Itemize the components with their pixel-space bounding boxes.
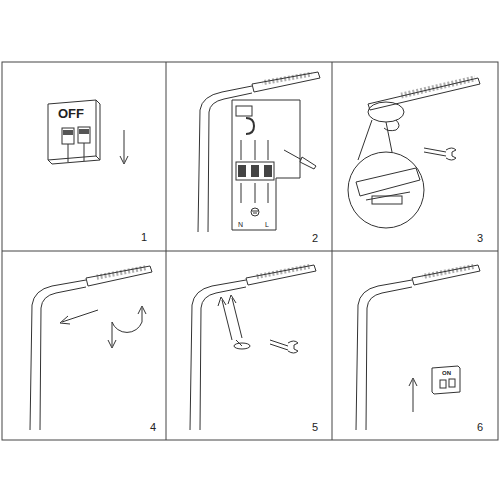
switch-state: OFF xyxy=(58,107,84,120)
fixture xyxy=(368,76,480,131)
wrench xyxy=(424,148,456,160)
wiring-inset xyxy=(232,100,300,230)
up-arrow xyxy=(409,378,417,412)
step-number: 4 xyxy=(150,422,156,433)
tilt-arrows xyxy=(60,306,146,348)
down-arrow xyxy=(120,130,128,164)
screw-arrows xyxy=(218,295,298,353)
terminal-label: L xyxy=(265,221,269,228)
step-number: 6 xyxy=(477,422,483,433)
step-number: 3 xyxy=(477,233,483,244)
ground-symbol xyxy=(251,208,259,216)
screwdriver xyxy=(284,150,316,169)
pole xyxy=(190,264,316,430)
step-number: 5 xyxy=(312,422,318,433)
pole xyxy=(198,72,320,232)
pole xyxy=(356,264,480,430)
detail-circle xyxy=(348,120,424,228)
step-number: 2 xyxy=(312,233,318,244)
pole xyxy=(30,265,152,430)
breaker-box xyxy=(48,100,100,164)
step-number: 1 xyxy=(141,232,147,243)
panel-frame xyxy=(2,62,498,440)
terminal-label: N xyxy=(238,221,243,228)
breaker-box xyxy=(432,366,460,394)
switch-state: ON xyxy=(442,370,451,376)
